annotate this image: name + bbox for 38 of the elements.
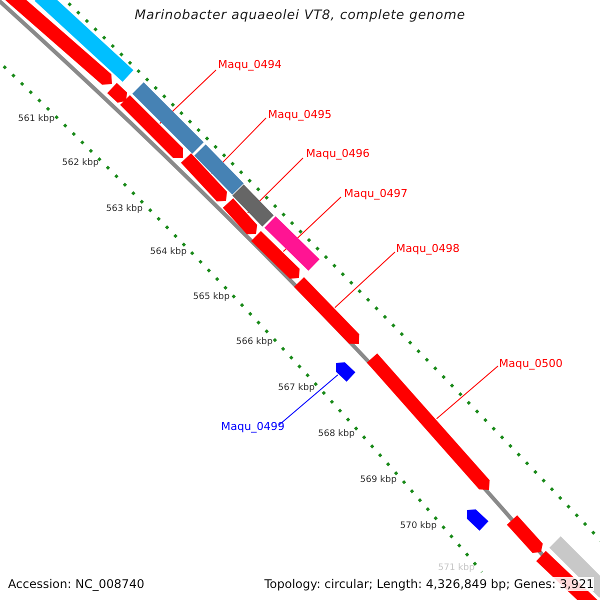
gene-label: Maqu_0494 <box>218 58 282 72</box>
gene-segment <box>336 362 356 382</box>
gene-segment <box>222 198 258 234</box>
leader-line <box>278 374 338 426</box>
gene-segment <box>180 153 227 202</box>
gene-segment <box>120 95 183 158</box>
gene-bar <box>264 216 320 271</box>
gene-segment <box>294 277 360 344</box>
gene-label: Maqu_0498 <box>396 242 460 256</box>
gene-bar <box>194 144 244 195</box>
gene-segment <box>107 82 128 103</box>
gene-bar <box>132 82 204 154</box>
gene-label: Maqu_0499 <box>221 420 285 434</box>
footer-text: Topology: circular; Length: 4,326,849 bp; Genes: 3,921 <box>264 577 594 592</box>
gene-label: Maqu_0496 <box>306 147 370 160</box>
scale-label: 563 kbp <box>106 204 143 215</box>
gene-segment <box>506 515 543 553</box>
leader-line <box>436 366 498 420</box>
gene-segment <box>251 231 300 279</box>
scale-label: 570 kbp <box>400 521 437 532</box>
gene-label: Maqu_0500 <box>499 357 563 370</box>
scale-label: 568 kbp <box>318 429 355 440</box>
gene-segment <box>5 0 112 85</box>
scale-label: 567 kbp <box>278 383 315 394</box>
scale-label: 564 kbp <box>150 247 187 258</box>
gene-bar <box>232 184 274 227</box>
scale-label: 569 kbp <box>360 475 397 486</box>
scale-label: 565 kbp <box>193 292 230 303</box>
gene-bar <box>34 0 134 82</box>
gene-label: Maqu_0495 <box>268 108 332 122</box>
footer-text: Accession: NC_008740 <box>8 577 144 592</box>
gene-segment <box>466 509 488 531</box>
gene-label: Maqu_0497 <box>344 187 408 200</box>
diagram-title: Marinobacter aquaeolei VT8, complete genome <box>134 8 466 24</box>
scale-label: 562 kbp <box>62 158 99 169</box>
leader-line <box>334 252 396 308</box>
scale-label: 566 kbp <box>236 337 273 348</box>
scale-label: 561 kbp <box>18 114 55 125</box>
